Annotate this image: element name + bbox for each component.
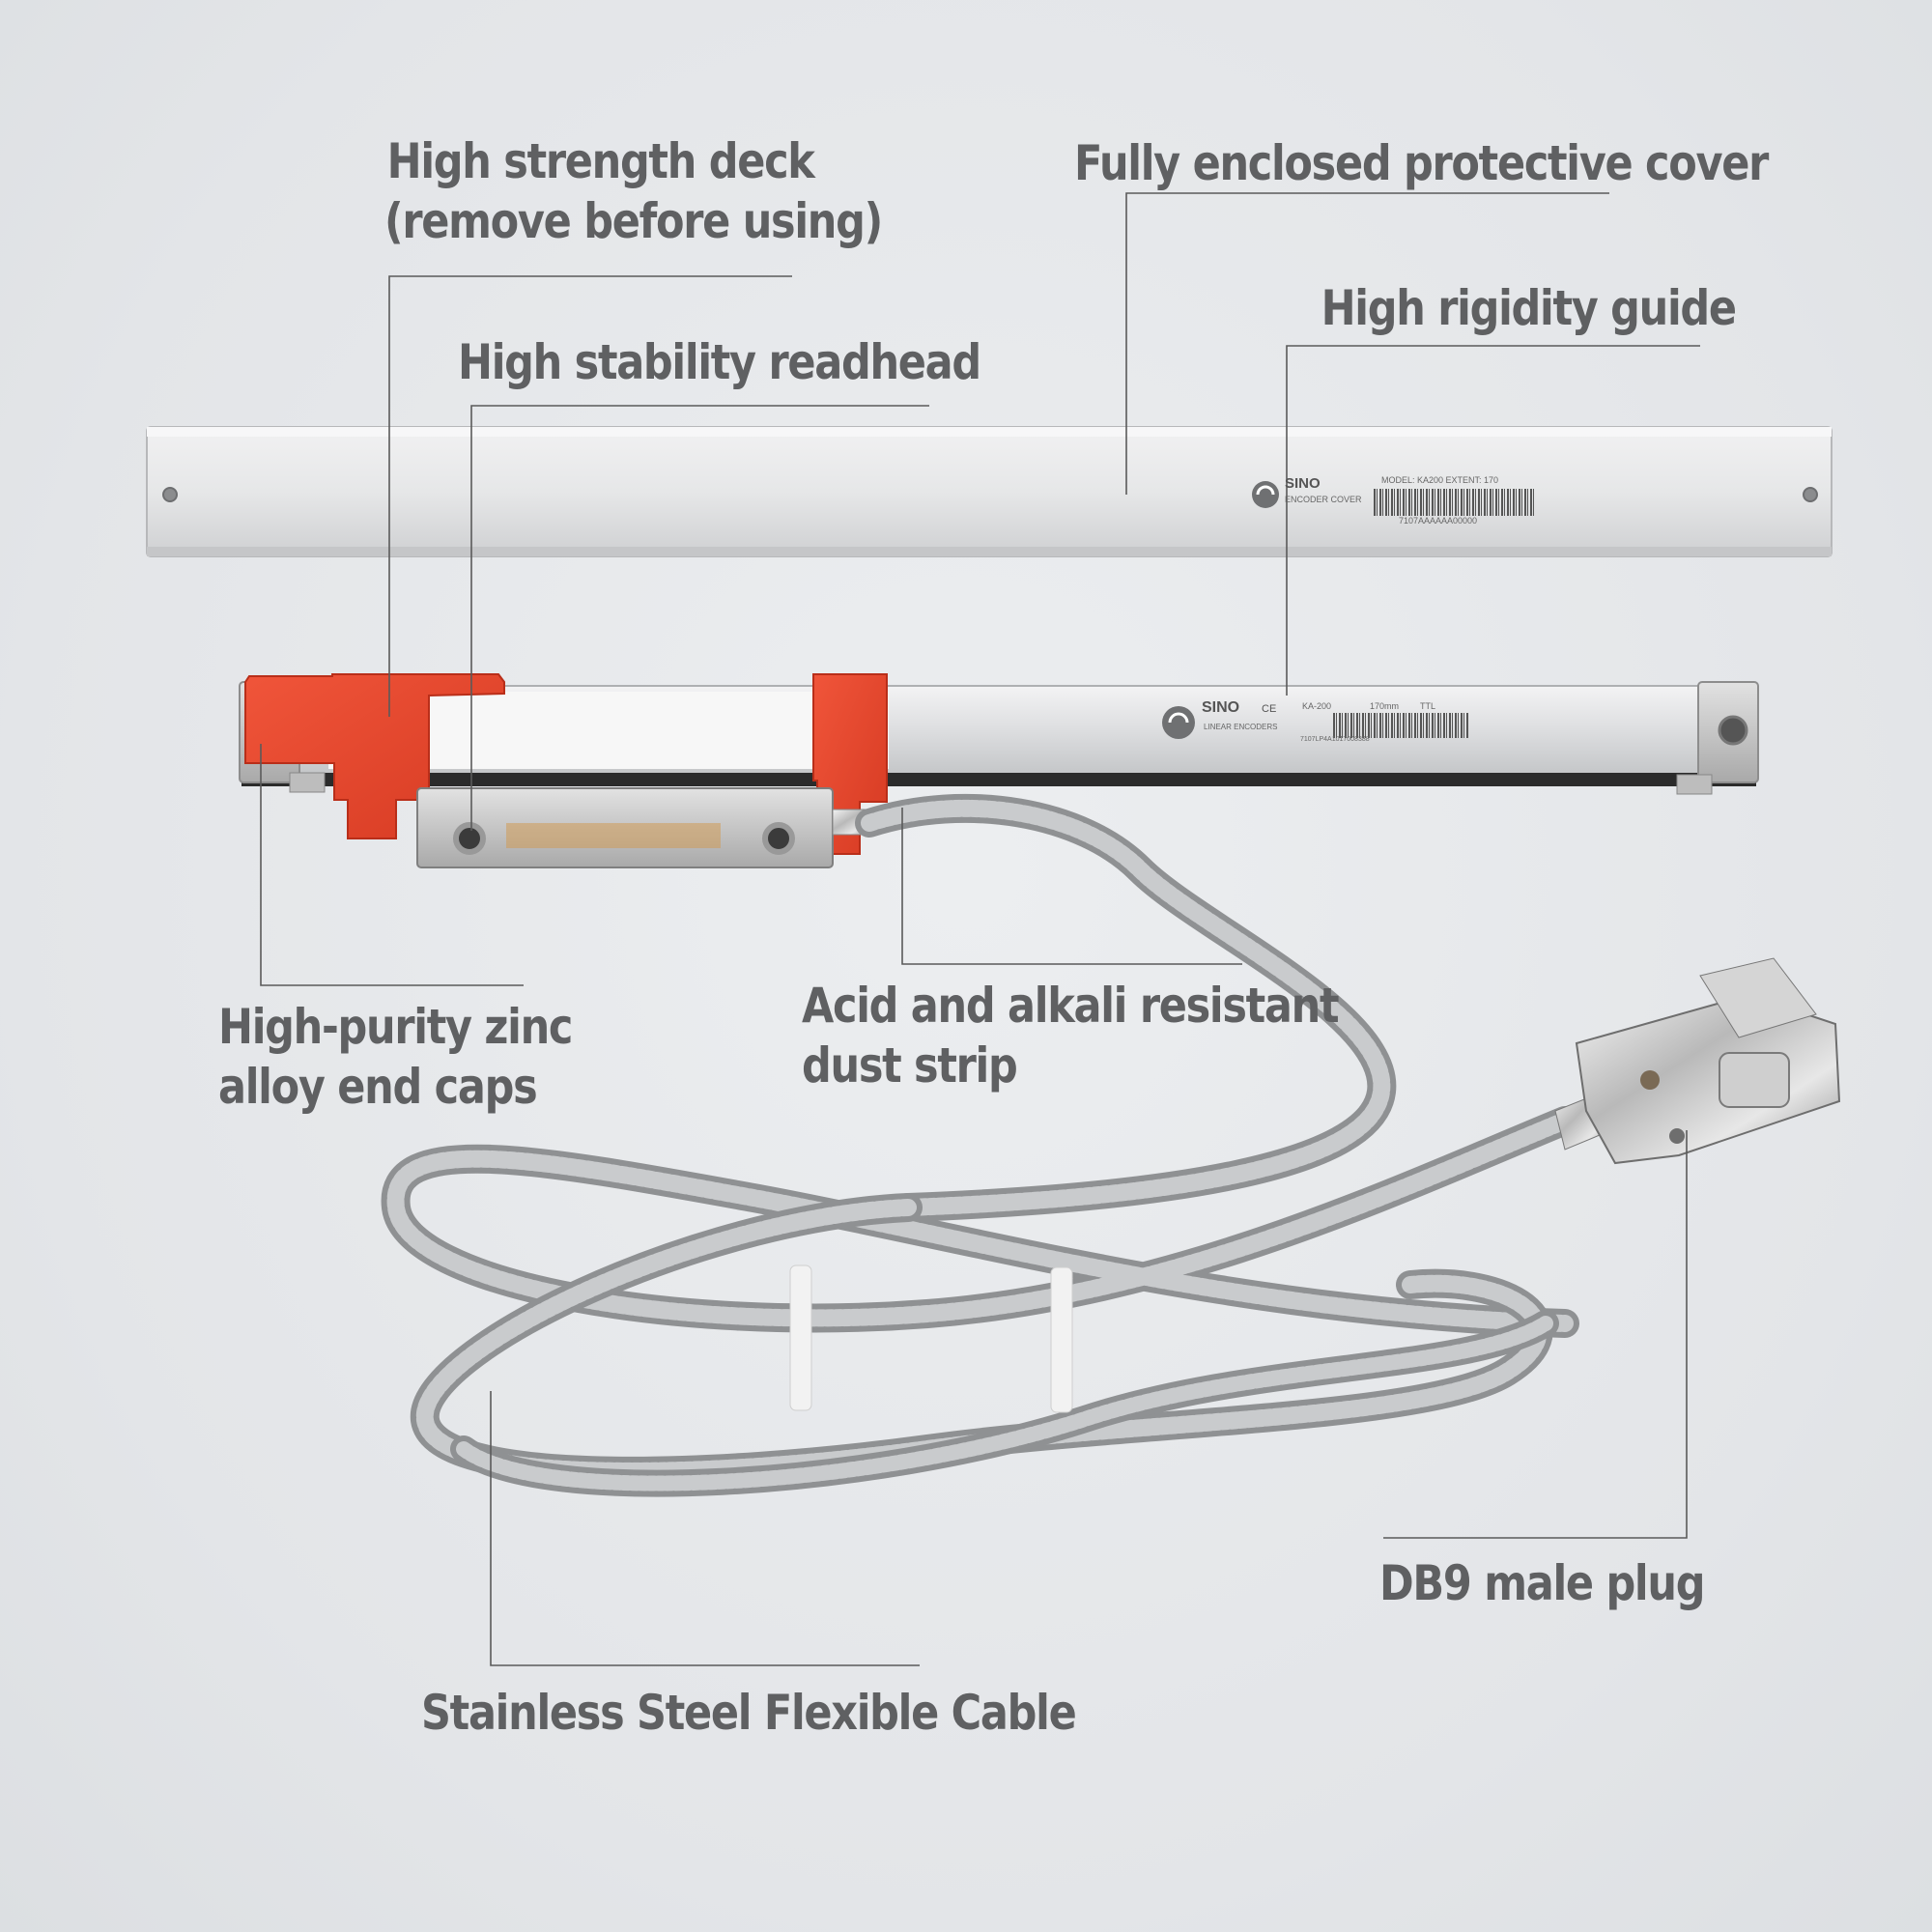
label-readhead: High stability readhead <box>458 332 981 392</box>
label-cover: Fully enclosed protective cover <box>1074 133 1769 193</box>
label-cable: Stainless Steel Flexible Cable <box>421 1683 1077 1743</box>
leader-cover <box>1125 192 1609 495</box>
label-deck-line2: (remove before using) <box>384 193 883 249</box>
label-deck: High strength deck (remove before using) <box>384 131 883 251</box>
cover-subtitle: ENCODER COVER <box>1285 495 1362 504</box>
db9-plug <box>1554 957 1841 1165</box>
scale-model: KA-200 <box>1302 701 1332 711</box>
scale-length: 170mm <box>1370 701 1400 711</box>
label-endcaps: High-purity zinc alloy end caps <box>218 997 583 1117</box>
label-plug-text: DB9 male plug <box>1379 1555 1705 1611</box>
label-dust-line1: Acid and alkali resistant <box>802 978 1340 1034</box>
label-plug: DB9 male plug <box>1379 1553 1705 1613</box>
label-cover-text: Fully enclosed protective cover <box>1074 135 1769 191</box>
cover-brand: SINO <box>1285 475 1321 492</box>
scale-brand: SINO <box>1202 699 1240 716</box>
leader-cable <box>490 1391 920 1666</box>
leader-guide <box>1286 345 1700 696</box>
stainless-cable <box>381 793 1579 1497</box>
readhead <box>416 787 874 868</box>
cover-serial: 7107AAAAAA00000 <box>1399 516 1478 526</box>
scale-signal: TTL <box>1420 701 1436 711</box>
leader-plug <box>1383 1130 1688 1539</box>
label-readhead-text: High stability readhead <box>458 334 981 390</box>
label-deck-line1: High strength deck <box>386 133 815 189</box>
protective-cover <box>146 426 1833 557</box>
label-cable-text: Stainless Steel Flexible Cable <box>421 1685 1077 1741</box>
leader-readhead <box>470 405 929 831</box>
leader-endcaps <box>260 744 524 986</box>
scale-serial: 7107LP4A1017008388 <box>1300 736 1370 743</box>
label-dust: Acid and alkali resistant dust strip <box>802 976 1340 1095</box>
scale-subtitle: LINEAR ENCODERS <box>1204 723 1278 731</box>
scale-ce-mark: CE <box>1262 703 1277 715</box>
leader-deck <box>388 275 792 717</box>
label-endcaps-line1: High-purity zinc <box>218 999 573 1055</box>
label-endcaps-line2: alloy end caps <box>218 1059 538 1115</box>
end-cap-right <box>1676 681 1759 795</box>
label-guide-text: High rigidity guide <box>1321 280 1737 336</box>
label-guide: High rigidity guide <box>1304 278 1752 338</box>
leader-dust <box>901 808 1242 965</box>
label-dust-line2: dust strip <box>802 1037 1018 1094</box>
linear-scale <box>239 681 1759 795</box>
leader-lines <box>260 192 1700 1666</box>
cover-model: MODEL: KA200 EXTENT: 170 <box>1381 475 1499 485</box>
